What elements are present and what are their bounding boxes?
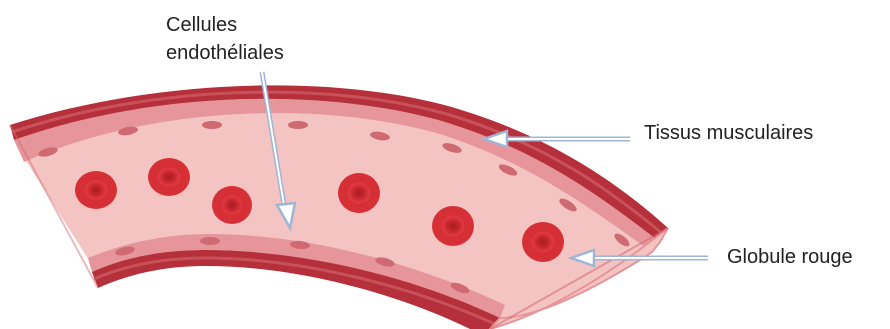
label-endothelial-line1: Cellules bbox=[166, 13, 237, 37]
label-muscle-tissue: Tissus musculaires bbox=[644, 121, 813, 145]
red-blood-cell bbox=[212, 186, 252, 224]
muscle-arrow bbox=[484, 131, 630, 147]
red-blood-cell bbox=[432, 206, 474, 246]
red-blood-cell bbox=[522, 222, 564, 262]
red-blood-cell bbox=[75, 171, 117, 209]
label-endothelial-line2: endothéliales bbox=[166, 41, 284, 65]
red-blood-cell bbox=[338, 173, 380, 213]
label-red-blood-cell: Globule rouge bbox=[727, 245, 853, 269]
red-blood-cell bbox=[148, 158, 190, 196]
